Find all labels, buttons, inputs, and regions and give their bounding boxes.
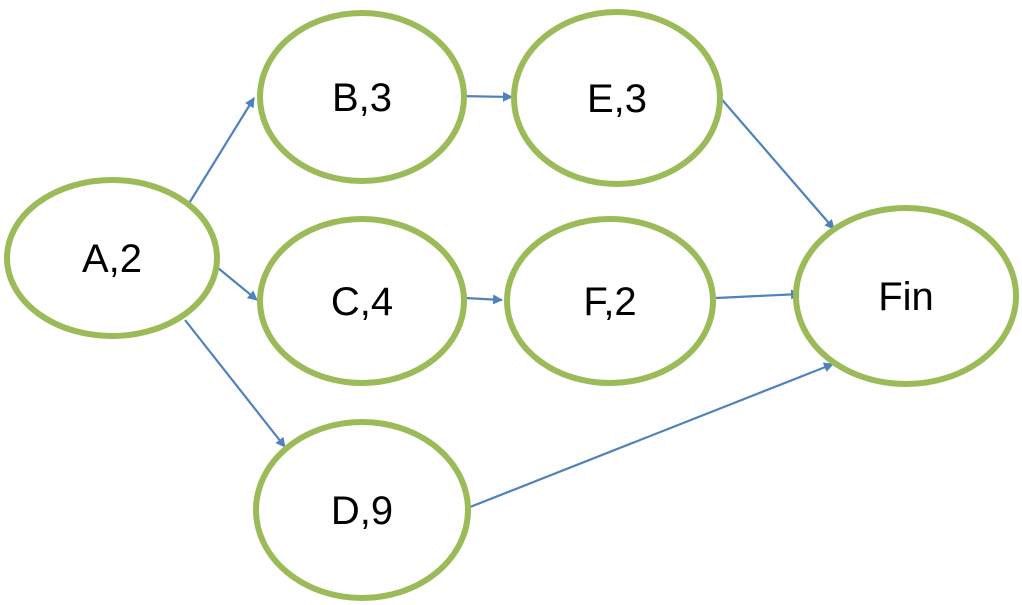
- edge-e-to-fin: [717, 94, 835, 230]
- edge-a-to-c: [217, 267, 258, 301]
- node-f-ellipse: [504, 216, 716, 386]
- node-c-ellipse: [257, 216, 467, 386]
- node-a-label: A,2: [82, 237, 142, 281]
- node-d-ellipse: [253, 419, 471, 601]
- node-d: D,9: [253, 419, 471, 601]
- node-d-label: D,9: [331, 489, 393, 533]
- node-e-label: E,3: [587, 77, 647, 121]
- edge-a-to-d: [184, 319, 286, 448]
- edges-layer: [184, 91, 835, 509]
- node-b-ellipse: [257, 10, 467, 184]
- node-a: A,2: [4, 177, 220, 339]
- node-c: C,4: [257, 216, 467, 386]
- node-c-label: C,4: [331, 280, 393, 324]
- node-b: B,3: [257, 10, 467, 184]
- edge-d-to-fin: [469, 362, 834, 509]
- edge-c-to-f: [464, 294, 503, 305]
- node-fin-ellipse: [793, 205, 1019, 387]
- edge-a-to-b: [187, 97, 255, 206]
- edge-f-to-fin: [715, 289, 801, 300]
- node-fin-label: Fin: [878, 275, 934, 319]
- node-fin: Fin: [793, 205, 1019, 387]
- node-f: F,2: [504, 216, 716, 386]
- node-b-label: B,3: [332, 76, 392, 120]
- node-f-label: F,2: [583, 280, 636, 324]
- node-e-ellipse: [511, 9, 723, 187]
- nodes-layer: A,2 B,3C,4D,9 E,3F,2 Fin: [4, 9, 1019, 601]
- node-e: E,3: [511, 9, 723, 187]
- node-a-ellipse: [4, 177, 220, 339]
